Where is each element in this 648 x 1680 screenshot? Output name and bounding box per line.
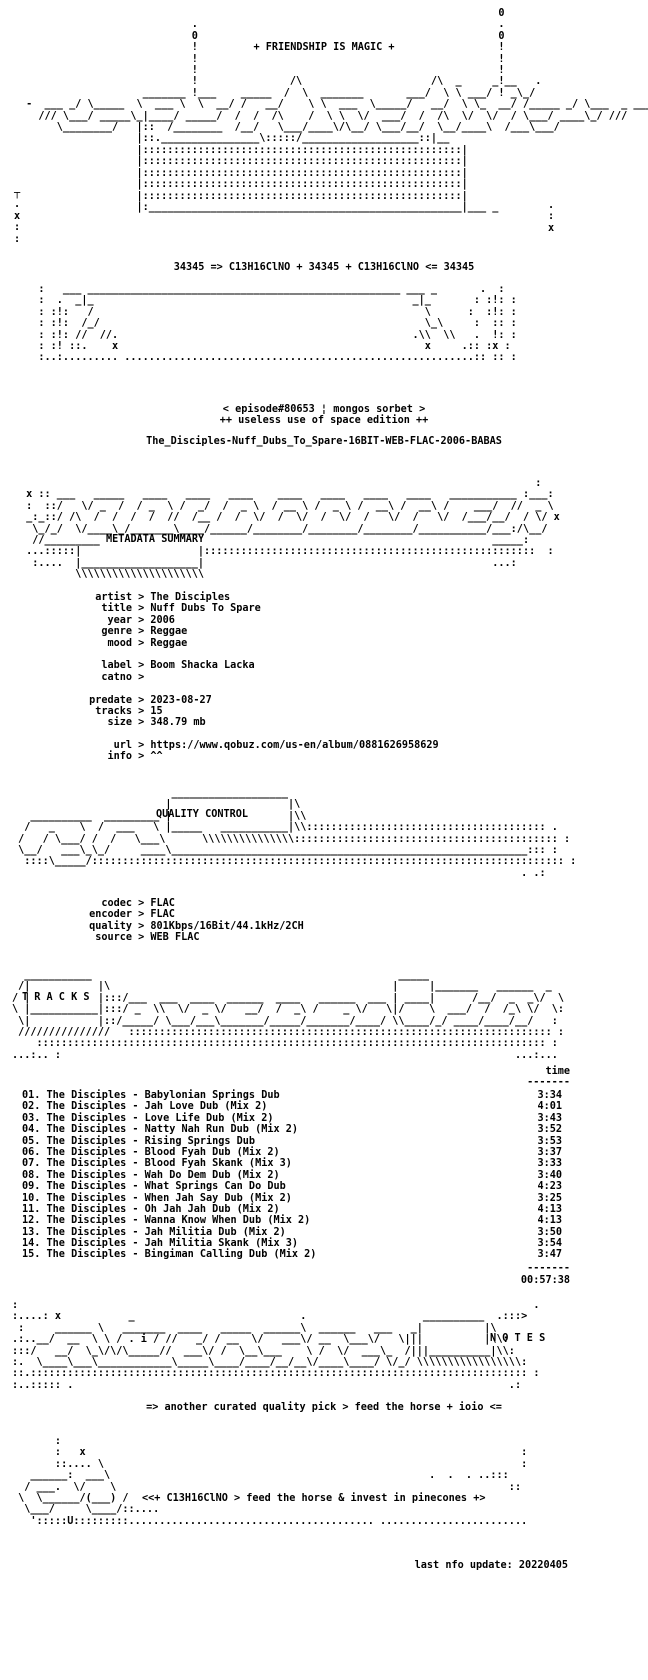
metadata-section-title: METADATA SUMMARY	[106, 534, 205, 545]
metadata-row-title: title > Nuff Dubs To Spare	[101, 603, 261, 615]
track-row: 13. The Disciples - Jah Militia Dub (Mix…	[22, 1227, 562, 1238]
track-title: 13. The Disciples - Jah Militia Dub (Mix…	[22, 1226, 286, 1238]
track-row: 06. The Disciples - Blood Fyah Dub (Mix …	[22, 1147, 562, 1158]
track-duration: 4:13	[537, 1203, 562, 1215]
metadata-summary: artist > The Disciples title > Nuff Dubs…	[60, 592, 439, 763]
quality-row-encoder: encoder > FLAC	[89, 909, 175, 921]
header-ascii-art: 0 . . 0 0 !	[26, 8, 648, 213]
footer-slogan: <<+ C13H16ClNO > feed the horse & invest…	[142, 1493, 486, 1504]
header-ascii-art-lower: : ___ __________________________________…	[38, 284, 517, 364]
track-title: 10. The Disciples - When Jah Say Dub (Mi…	[22, 1192, 292, 1204]
tracklist: 01. The Disciples - Babylonian Springs D…	[22, 1090, 562, 1261]
notes-banner-art: : . :....: x _ . __________ .:::> : ____…	[12, 1300, 540, 1391]
notes-line: => another curated quality pick > feed t…	[146, 1402, 502, 1413]
track-duration: 3:33	[537, 1158, 562, 1170]
track-title: 05. The Disciples - Rising Springs Dub	[22, 1135, 256, 1147]
metadata-row-tracks: tracks > 15	[95, 705, 163, 717]
track-duration: 3:52	[537, 1124, 562, 1136]
quality-row-quality: quality > 801Kbps/16Bit/44.1kHz/2CH	[89, 920, 304, 932]
tracks-section-title: T R A C K S	[22, 992, 90, 1003]
track-title: 12. The Disciples - Wanna Know When Dub …	[22, 1215, 311, 1227]
metadata-row-genre: genre > Reggae	[101, 626, 188, 638]
tracklist-rule-top: -------	[527, 1077, 570, 1088]
quality-section-title: QUALITY CONTROL	[156, 809, 249, 820]
quality-control: codec > FLAC encoder > FLAC quality > 80…	[60, 898, 304, 944]
metadata-row-catno: catno >	[101, 671, 151, 683]
notes-section-title: N O T E S	[490, 1333, 546, 1344]
track-duration: 4:01	[537, 1101, 562, 1113]
track-title: 03. The Disciples - Love Life Dub (Mix 2…	[22, 1112, 274, 1124]
release-name: The_Disciples-Nuff_Dubs_To_Spare-16BIT-W…	[146, 436, 502, 447]
track-duration: 4:13	[537, 1215, 562, 1227]
track-duration: 3:50	[537, 1226, 562, 1238]
track-duration: 3:37	[537, 1146, 562, 1158]
tracklist-rule-bottom: -------	[527, 1263, 570, 1274]
last-update: last nfo update: 20220405	[414, 1560, 568, 1571]
track-row: 14. The Disciples - Jah Militia Skank (M…	[22, 1238, 562, 1249]
track-duration: 3:53	[537, 1135, 562, 1147]
side-marks-left: ┬ . x : :	[14, 188, 21, 245]
metadata-row-label: label > Boom Shacka Lacka	[101, 660, 255, 672]
track-title: 15. The Disciples - Bingiman Calling Dub…	[22, 1249, 317, 1261]
side-marks-right: . : x	[548, 200, 555, 234]
track-title: 11. The Disciples - Oh Jah Jah Dub (Mix …	[22, 1203, 280, 1215]
track-row: 08. The Disciples - Wah Do Dem Dub (Mix …	[22, 1170, 562, 1181]
qobuz-url-link[interactable]: https://www.qobuz.com/us-en/album/088162…	[150, 740, 439, 752]
track-row: 01. The Disciples - Babylonian Springs D…	[22, 1090, 562, 1101]
track-row: 10. The Disciples - When Jah Say Dub (Mi…	[22, 1193, 562, 1204]
quality-row-source: source > WEB FLAC	[95, 932, 200, 944]
episode-line: < episode#80653 ¦ mongos sorbet >	[222, 404, 426, 415]
track-row: 11. The Disciples - Oh Jah Jah Dub (Mix …	[22, 1204, 562, 1215]
track-title: 04. The Disciples - Natty Nah Run Dub (M…	[22, 1124, 299, 1136]
track-row: 07. The Disciples - Blood Fyah Skank (Mi…	[22, 1158, 562, 1169]
track-title: 14. The Disciples - Jah Militia Skank (M…	[22, 1238, 299, 1250]
track-duration: 3:43	[537, 1112, 562, 1124]
track-title: 07. The Disciples - Blood Fyah Skank (Mi…	[22, 1158, 292, 1170]
track-duration: 3:54	[537, 1238, 562, 1250]
edition-line: ++ useless use of space edition ++	[219, 415, 429, 426]
track-row: 03. The Disciples - Love Life Dub (Mix 2…	[22, 1113, 562, 1124]
track-title: 09. The Disciples - What Springs Can Do …	[22, 1181, 286, 1193]
metadata-row-year: year > 2006	[107, 614, 175, 626]
track-row: 05. The Disciples - Rising Springs Dub 3:…	[22, 1136, 562, 1147]
metadata-row-predate: predate > 2023-08-27	[89, 694, 212, 706]
track-title: 06. The Disciples - Blood Fyah Dub (Mix …	[22, 1146, 280, 1158]
metadata-row-info: info > ^^	[107, 751, 163, 763]
tracks-banner-art: ___________ _____ /| |\ | |_______ _____…	[12, 970, 565, 1061]
track-row: 04. The Disciples - Natty Nah Run Dub (M…	[22, 1124, 562, 1135]
track-row: 12. The Disciples - Wanna Know When Dub …	[22, 1215, 562, 1226]
tracklist-time-header: time	[545, 1066, 570, 1077]
metadata-row-mood: mood > Reggae	[107, 637, 188, 649]
track-duration: 4:23	[537, 1181, 562, 1193]
metadata-row-url[interactable]: url > https://www.qobuz.com/us-en/album/…	[113, 740, 439, 752]
track-row: 02. The Disciples - Jah Love Dub (Mix 2)…	[22, 1101, 562, 1112]
friendship-line: + FRIENDSHIP IS MAGIC +	[253, 42, 395, 53]
quality-banner-art: ___________________ | |\ __________ ____…	[18, 788, 577, 879]
track-row: 09. The Disciples - What Springs Can Do …	[22, 1181, 562, 1192]
track-title: 02. The Disciples - Jah Love Dub (Mix 2)	[22, 1101, 268, 1113]
metadata-row-artist: artist > The Disciples	[95, 592, 231, 603]
track-duration: 3:25	[537, 1192, 562, 1204]
track-duration: 3:40	[537, 1169, 562, 1181]
quality-row-codec: codec > FLAC	[101, 898, 175, 909]
metadata-banner-art: : x :: ___ _____ ____ ____ ____ ____ ___…	[26, 478, 560, 581]
tracklist-total-time: 00:57:38	[520, 1275, 570, 1286]
metadata-row-size: size > 348.79 mb	[107, 717, 206, 729]
track-duration: 3:47	[537, 1249, 562, 1261]
track-title: 01. The Disciples - Babylonian Springs D…	[22, 1090, 280, 1101]
track-title: 08. The Disciples - Wah Do Dem Dub (Mix …	[22, 1169, 280, 1181]
formula-line: 34345 => C13H16ClNO + 34345 + C13H16ClNO…	[173, 262, 475, 273]
track-row: 15. The Disciples - Bingiman Calling Dub…	[22, 1249, 562, 1260]
footer-ascii-art: : : x : ::.... \ : ______: ___\	[18, 1436, 528, 1527]
track-duration: 3:34	[537, 1090, 562, 1101]
